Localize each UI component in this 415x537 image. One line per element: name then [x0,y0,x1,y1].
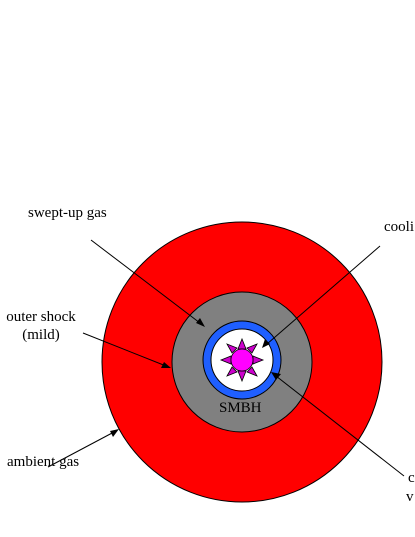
label-bottom-right-line1: c [408,470,415,486]
label-cooling-partial: cooli [384,219,414,235]
label-bottom-right-line2: v [406,489,414,505]
arrowhead-ambient-gas [110,429,119,437]
ray-bottom-left [226,366,238,377]
pointer-ambient-gas [47,431,115,468]
pointer-swept-up-gas [90,239,201,324]
label-ambient-gas: ambient gas [7,454,80,470]
arrowhead-outer-shock [161,362,171,368]
arrowhead-swept-up-gas [196,318,205,327]
ray-top-right [246,343,258,354]
label-swept-up-gas: swept-up gas [28,205,107,221]
smbh-rays [219,337,265,383]
pointer-outer-shock [82,332,167,367]
label-outer-shock-line2: (mild) [22,327,60,343]
ray-top-left [226,343,238,354]
smbh-core [230,348,254,372]
label-smbh: SMBH [219,400,262,416]
pointer-cooling [266,245,381,345]
arrowhead-bottom-right [271,372,281,380]
label-outer-shock-line1: outer shock [6,309,76,325]
pointer-bottom-right [275,375,405,477]
ray-bottom-right [246,366,258,377]
arrowhead-cooling [262,339,270,348]
